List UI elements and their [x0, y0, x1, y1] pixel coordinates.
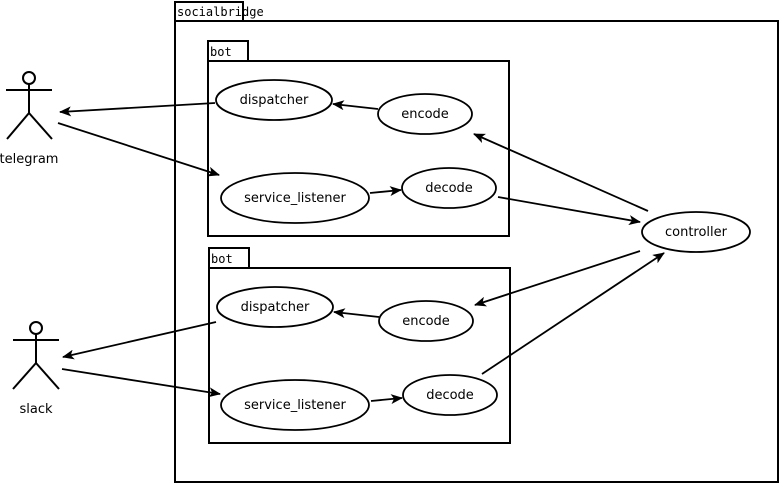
edge-encode2-to-dispatcher2	[333, 308, 380, 319]
edge-slack-to-service-listener2	[61, 368, 221, 398]
usecase-encode-1: encode	[377, 93, 473, 135]
edge-dispatcher2-to-slack	[62, 321, 217, 360]
usecase-label: controller	[665, 225, 728, 240]
edge-service-listener2-to-decode2	[370, 394, 403, 405]
edge-telegram-to-service-listener1	[57, 122, 220, 177]
usecase-encode-2: encode	[378, 300, 474, 342]
edge-dispatcher1-to-telegram	[59, 102, 216, 117]
usecase-label: dispatcher	[240, 93, 309, 108]
system-label: socialbridge	[177, 5, 264, 19]
usecase-label: service_listener	[244, 398, 346, 413]
edge-decode2-to-controller	[481, 252, 665, 375]
usecase-controller: controller	[641, 211, 751, 253]
system-boundary-socialbridge: socialbridge	[174, 1, 779, 483]
usecase-label: service_listener	[244, 191, 346, 206]
edge-service-listener1-to-decode1	[369, 186, 402, 197]
edge-controller-to-encode2	[474, 250, 641, 307]
edge-encode1-to-dispatcher1	[332, 100, 379, 111]
usecase-label: encode	[401, 107, 449, 122]
system-frame	[174, 20, 779, 483]
usecase-decode-1: decode	[401, 167, 497, 209]
actor-label-telegram: telegram	[0, 152, 58, 167]
package-label: bot	[210, 45, 232, 59]
package-label: bot	[211, 252, 233, 266]
usecase-service-listener-1: service_listener	[220, 172, 370, 224]
package-bot-2: bot	[208, 247, 511, 444]
package-frame	[207, 60, 510, 237]
actor-telegram	[6, 71, 53, 140]
usecase-label: encode	[402, 314, 450, 329]
usecase-label: decode	[425, 181, 473, 196]
usecase-label: dispatcher	[241, 300, 310, 315]
usecase-dispatcher-1: dispatcher	[215, 79, 333, 121]
usecase-label: decode	[426, 388, 474, 403]
edge-decode1-to-controller	[497, 196, 641, 226]
actor-slack	[12, 321, 60, 390]
edge-controller-to-encode1	[473, 133, 649, 212]
package-bot-1: bot	[207, 40, 510, 237]
actor-label-slack: slack	[19, 402, 52, 417]
usecase-decode-2: decode	[402, 374, 498, 416]
usecase-service-listener-2: service_listener	[220, 379, 370, 431]
usecase-dispatcher-2: dispatcher	[216, 286, 334, 328]
